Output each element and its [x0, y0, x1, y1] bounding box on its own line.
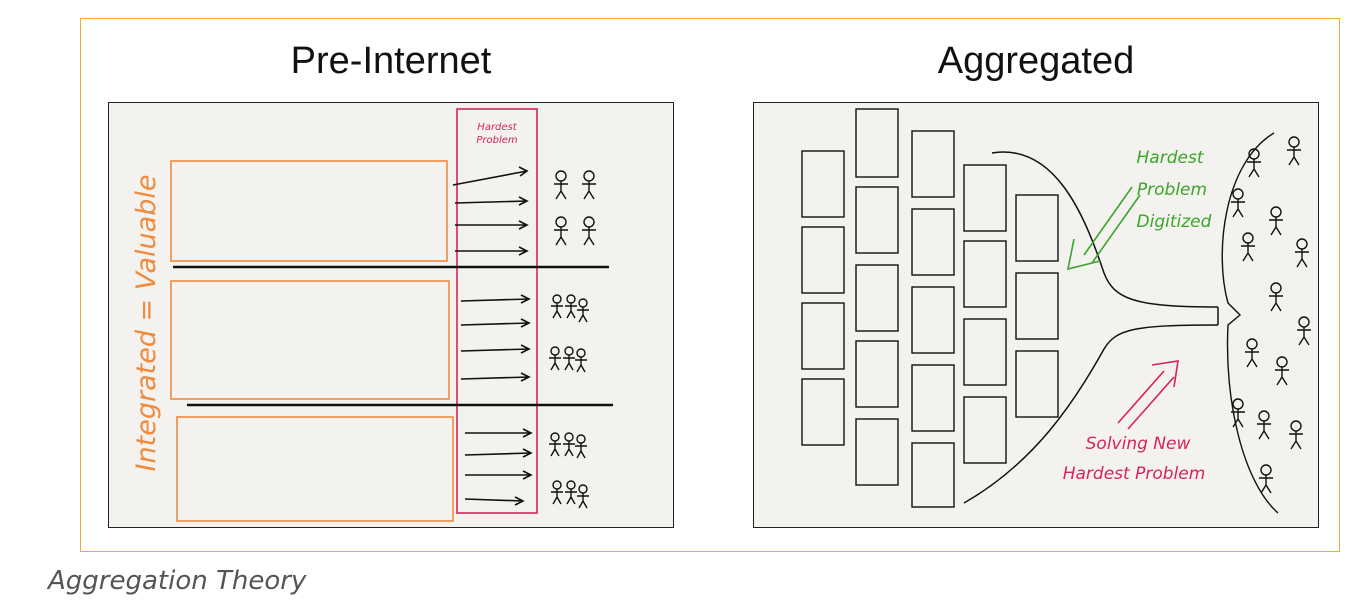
green-arrow	[1066, 186, 1141, 271]
aggregator-funnel	[963, 151, 1219, 504]
arrows-group	[460, 294, 531, 382]
aggregated-diagram: Hardest Problem Digitized Solving New Ha…	[753, 102, 1319, 528]
aggregated-drawing: Hardest Problem Digitized Solving New Ha…	[801, 108, 1311, 514]
hardest-problem-column	[456, 108, 538, 514]
arrows-group	[452, 166, 529, 256]
supplier-box	[176, 416, 454, 522]
supplier-grid	[801, 108, 1059, 508]
user-figures	[549, 170, 596, 509]
red-arrow	[1117, 360, 1179, 430]
supplier-box	[170, 160, 448, 262]
hardest-problem-label: Hardest Problem	[1063, 464, 1206, 484]
left-panel-title: Pre-Internet	[290, 40, 492, 82]
solving-new-label: Solving New	[1086, 434, 1191, 454]
right-panel-title: Aggregated	[937, 40, 1135, 82]
user-figures	[1231, 136, 1311, 494]
hardest-label: Hardest	[1137, 148, 1205, 168]
problem-label: Problem	[1137, 180, 1207, 200]
hardest-label: Hardest	[477, 122, 517, 133]
pre-internet-diagram: Integrated = Valuable Hardest Problem	[108, 102, 674, 528]
supplier-box	[170, 280, 450, 400]
digitized-label: Digitized	[1137, 212, 1212, 232]
arrows-group	[464, 428, 533, 506]
integrated-valuable-label: Integrated = Valuable	[131, 175, 162, 472]
figure-caption: Aggregation Theory	[48, 566, 307, 596]
pre-internet-drawing: Integrated = Valuable Hardest Problem	[131, 108, 613, 522]
problem-label: Problem	[476, 135, 518, 146]
figure-frame	[80, 18, 1340, 552]
users-boundary	[1221, 132, 1279, 514]
